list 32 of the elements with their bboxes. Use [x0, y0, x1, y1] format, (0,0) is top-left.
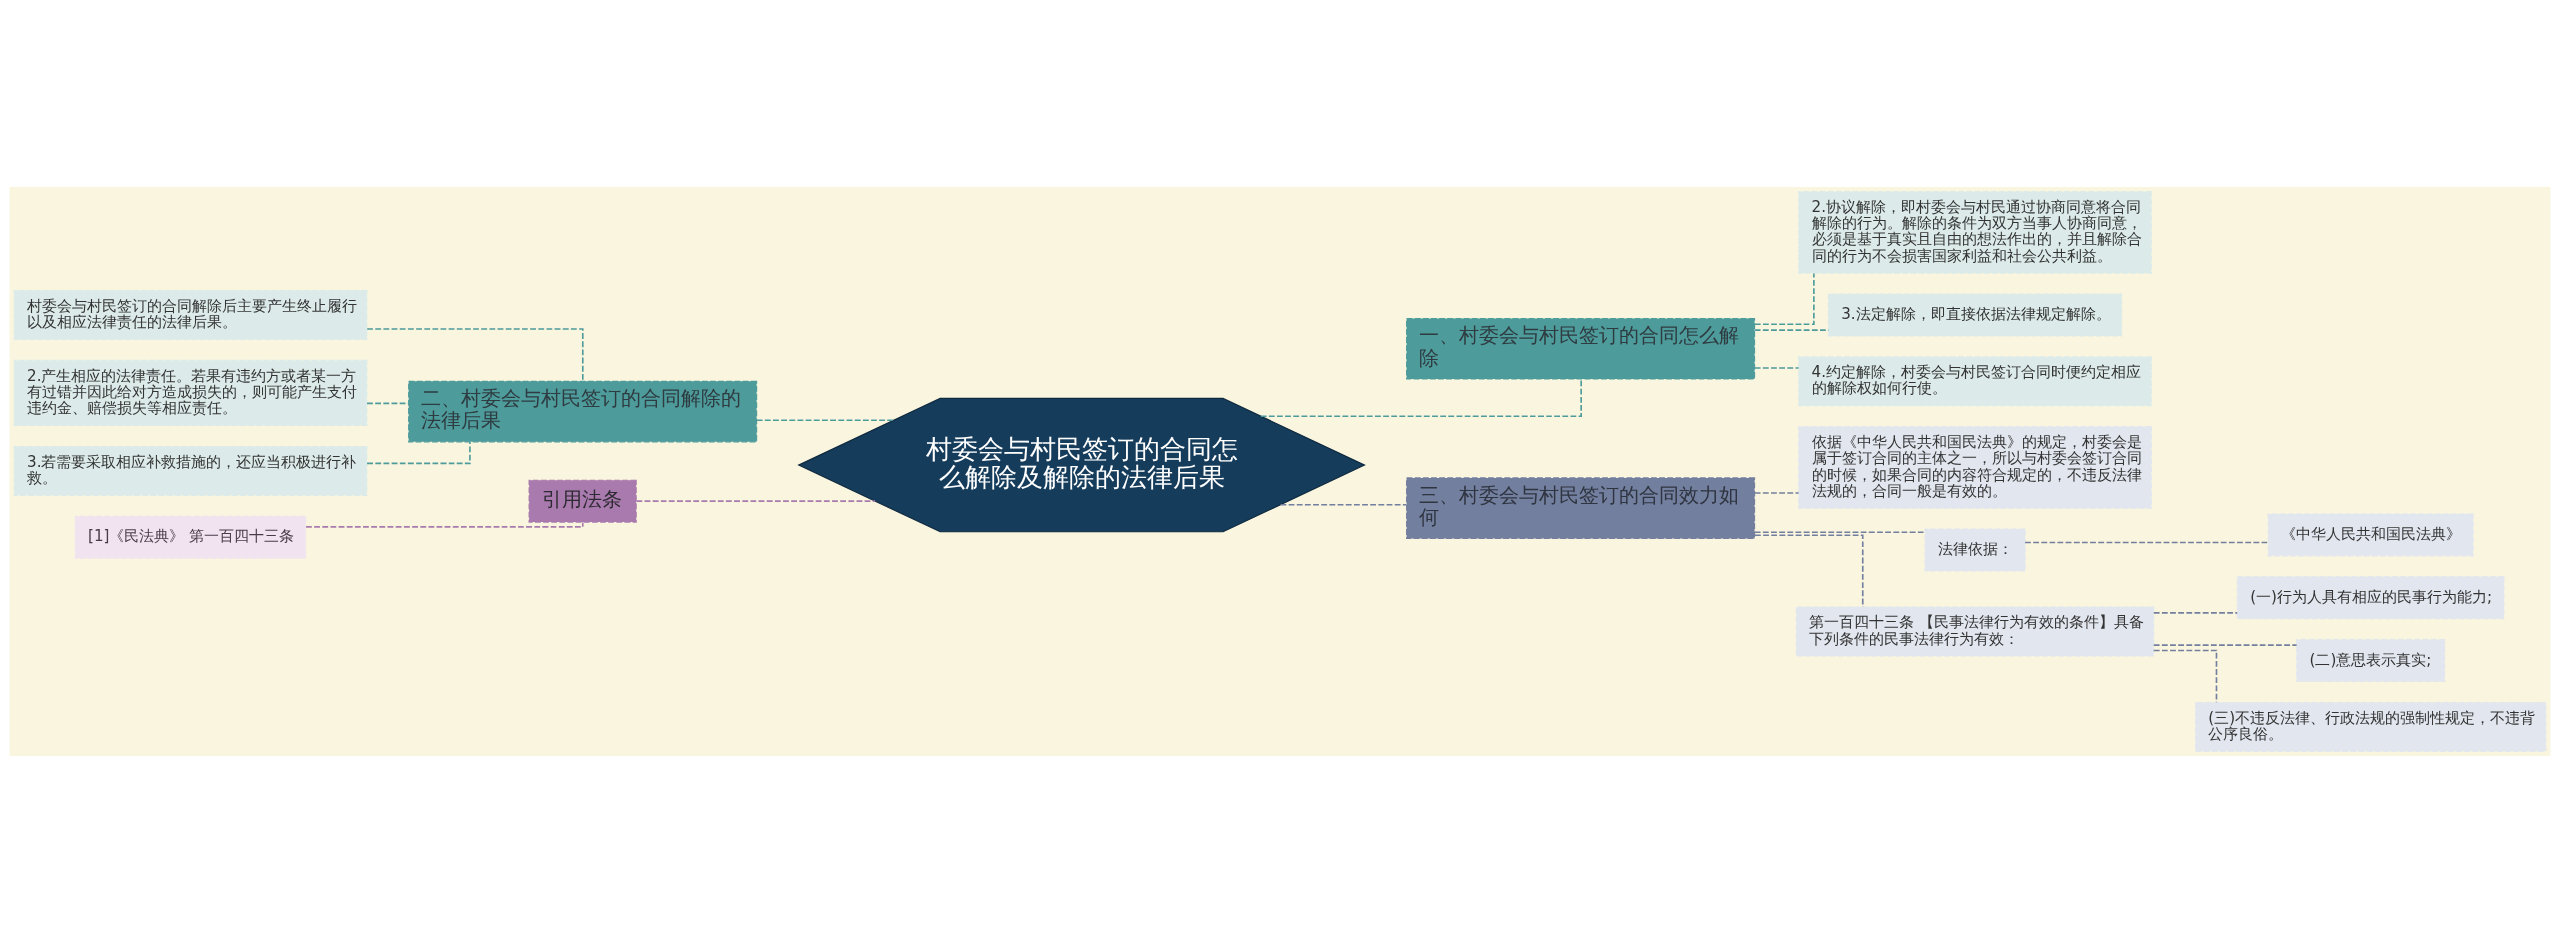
- node-box: 2.产生相应的法律责任。若果有违约方或者某一方有过错并因此给对方造成损失的，则可能产生支付违约金、赔偿损失等相应责任。: [13, 359, 368, 427]
- node-box: (一)行为人具有相应的民事行为能力;: [2236, 576, 2505, 620]
- connector: [366, 402, 410, 405]
- connector: [1753, 531, 1926, 533]
- connector: [1260, 378, 1582, 418]
- node-box: 三、村委会与村民签订的合同效力如何: [1406, 477, 1756, 539]
- connector: [756, 419, 895, 422]
- node-box: [1]《民法典》 第一百四十三条: [74, 515, 307, 559]
- node-box: 2.协议解除，即村委会与村民通过协商同意将合同解除的行为。解除的条件为双方当事人协商同意，必须是基于真实且自由的想法作出的，并且解除合同的行为不会损害国家利益和社会公共利益。: [1798, 191, 2152, 274]
- connector: [2152, 644, 2298, 646]
- node-box: 3.若需要采取相应补救措施的，还应当积极进行补救。: [13, 445, 368, 496]
- connector: [1753, 272, 1815, 326]
- node-box: 4.约定解除，村委会与村民签订合同时便约定相应的解除权如何行使。: [1798, 356, 2152, 407]
- connector: [305, 521, 584, 528]
- node-box: (二)意思表示真实;: [2296, 639, 2446, 683]
- node-box: 法律依据：: [1924, 528, 2026, 572]
- connector: [635, 500, 876, 502]
- node-box: 3.法定解除，即直接依据法律规定解除。: [1827, 293, 2123, 337]
- connector: [1753, 492, 1800, 494]
- connector: [2152, 612, 2238, 614]
- connector: [366, 328, 584, 383]
- node-box: 村委会与村民签订的合同解除后主要产生终止履行以及相应法律责任的法律后果。: [13, 290, 368, 340]
- node-box: 第一百四十三条 【民事法律行为有效的条件】具备下列条件的民事法律行为有效：: [1795, 606, 2155, 657]
- connector: [2024, 541, 2269, 544]
- node-box: 依据《中华人民共和国民法典》的规定，村委会是属于签订合同的主体之一，所以与村委会签订合同的时候，如果合同的内容符合规定的，不违反法律法规的，合同一般是有效的。: [1798, 426, 2152, 509]
- node-box: 《中华人民共和国民法典》: [2267, 513, 2474, 557]
- node-box: 引用法条: [528, 479, 637, 523]
- connector: [1753, 367, 1800, 369]
- node-box: (三)不违反法律、行政法规的强制性规定，不违背公序良俗。: [2194, 701, 2547, 752]
- node-box: 二、村委会与村民签订的合同解除的法律后果: [408, 380, 758, 443]
- connector: [1279, 503, 1408, 506]
- node-box: 一、村委会与村民签订的合同怎么解除: [1406, 317, 1756, 380]
